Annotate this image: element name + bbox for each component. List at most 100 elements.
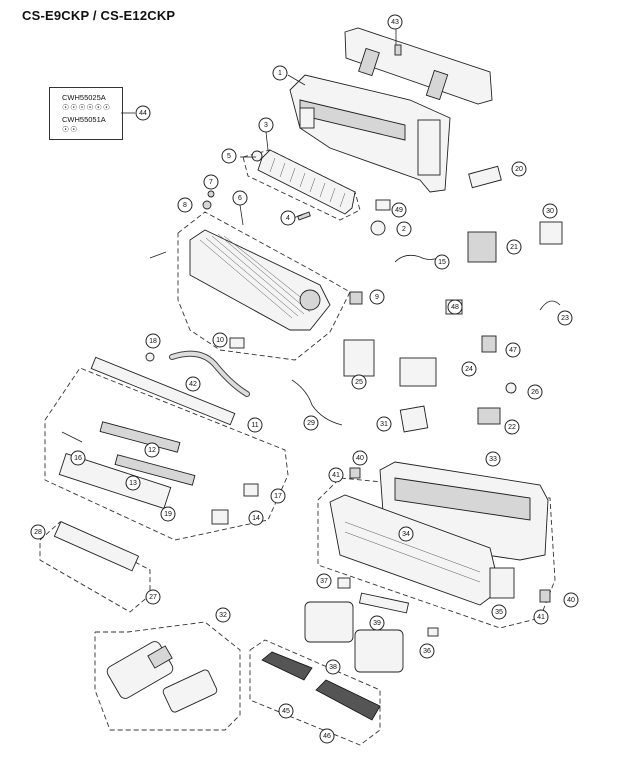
callout-circle <box>557 310 573 326</box>
callout-circle <box>563 592 579 608</box>
callout-40: 40 <box>352 450 368 466</box>
callout-label: 10 <box>216 337 224 344</box>
callout-label: 42 <box>189 381 197 388</box>
callout-26: 26 <box>527 384 543 400</box>
callout-label: 39 <box>373 620 381 627</box>
callout-8: 8 <box>177 197 193 213</box>
callout-circle <box>504 419 520 435</box>
callout-label: 16 <box>74 455 82 462</box>
callout-18: 18 <box>145 333 161 349</box>
callout-circle <box>278 703 294 719</box>
callout-circle <box>533 609 549 625</box>
small-parts <box>53 150 563 637</box>
part-3-fan <box>257 149 356 215</box>
callout-41: 41 <box>533 609 549 625</box>
callout-17: 17 <box>270 488 286 504</box>
callout-circle <box>232 190 248 206</box>
callout-label: 37 <box>320 578 328 585</box>
callout-29: 29 <box>303 415 319 431</box>
callout-circle <box>303 415 319 431</box>
callout-circle <box>125 475 141 491</box>
callout-35: 35 <box>491 604 507 620</box>
callout-label: 36 <box>423 648 431 655</box>
callout-circle <box>352 450 368 466</box>
callout-7: 7 <box>203 174 219 190</box>
callout-circle <box>319 728 335 744</box>
callout-label: 49 <box>395 207 403 214</box>
callout-label: 33 <box>489 456 497 463</box>
callout-label: 41 <box>332 472 340 479</box>
callout-label: 24 <box>465 366 473 373</box>
callout-12: 12 <box>144 442 160 458</box>
callout-label: 8 <box>183 202 187 209</box>
callout-31: 31 <box>376 416 392 432</box>
callout-circle <box>30 524 46 540</box>
callout-label: 3 <box>264 122 268 129</box>
callout-47: 47 <box>505 342 521 358</box>
callout-circle <box>272 65 288 81</box>
callout-43: 43 <box>387 14 403 30</box>
callout-circle <box>248 510 264 526</box>
callout-label: 1 <box>278 70 282 77</box>
callout-circle <box>527 384 543 400</box>
callout-21: 21 <box>506 239 522 255</box>
callout-label: 23 <box>561 315 569 322</box>
callout-circle <box>542 203 558 219</box>
callout-label: 27 <box>149 594 157 601</box>
callout-41: 41 <box>328 467 344 483</box>
callout-label: 28 <box>34 529 42 536</box>
callout-27: 27 <box>145 589 161 605</box>
callout-39: 39 <box>369 615 385 631</box>
callout-label: 41 <box>537 614 545 621</box>
callout-label: 14 <box>252 515 260 522</box>
louver-blades <box>99 421 196 486</box>
callout-circle <box>145 333 161 349</box>
callout-10: 10 <box>212 332 228 348</box>
callout-32: 32 <box>215 607 231 623</box>
callout-label: 18 <box>149 338 157 345</box>
callout-circle <box>185 376 201 392</box>
callout-circle <box>328 467 344 483</box>
callout-circle <box>506 239 522 255</box>
callout-23: 23 <box>557 310 573 326</box>
callout-label: 13 <box>129 480 137 487</box>
callout-circle <box>177 197 193 213</box>
callout-label: 35 <box>495 609 503 616</box>
leader-lines <box>121 28 397 226</box>
callout-label: 43 <box>391 19 399 26</box>
callout-label: 34 <box>402 531 410 538</box>
callout-circle <box>369 289 385 305</box>
screw-kit-screws-1: ☉☉☉☉☉☉ <box>62 103 112 112</box>
callout-circle <box>396 221 412 237</box>
callout-label: 48 <box>451 304 459 311</box>
callout-circle <box>369 615 385 631</box>
callout-5: 5 <box>221 148 237 164</box>
callout-circle <box>247 417 263 433</box>
callout-14: 14 <box>248 510 264 526</box>
callout-label: 30 <box>546 208 554 215</box>
callout-circle <box>258 117 274 133</box>
callout-circle <box>270 488 286 504</box>
part-43-mounting-plate <box>344 27 493 105</box>
callout-label: 25 <box>355 379 363 386</box>
callout-label: 45 <box>282 708 290 715</box>
screw-kit-code-2: CWH55051A <box>62 115 106 124</box>
callout-label: 38 <box>329 664 337 671</box>
callout-label: 6 <box>238 195 242 202</box>
callout-20: 20 <box>511 161 527 177</box>
callout-16: 16 <box>70 450 86 466</box>
callout-circle <box>160 506 176 522</box>
callout-48: 48 <box>447 299 463 315</box>
callout-label: 20 <box>515 166 523 173</box>
callout-circle <box>70 450 86 466</box>
callout-label: 17 <box>274 493 282 500</box>
callout-label: 29 <box>307 420 315 427</box>
part-1-chassis <box>289 74 451 193</box>
callout-label: 21 <box>510 244 518 251</box>
callout-label: 40 <box>567 597 575 604</box>
callout-circle <box>434 254 450 270</box>
callout-circle <box>212 332 228 348</box>
callout-circle <box>351 374 367 390</box>
callout-25: 25 <box>351 374 367 390</box>
